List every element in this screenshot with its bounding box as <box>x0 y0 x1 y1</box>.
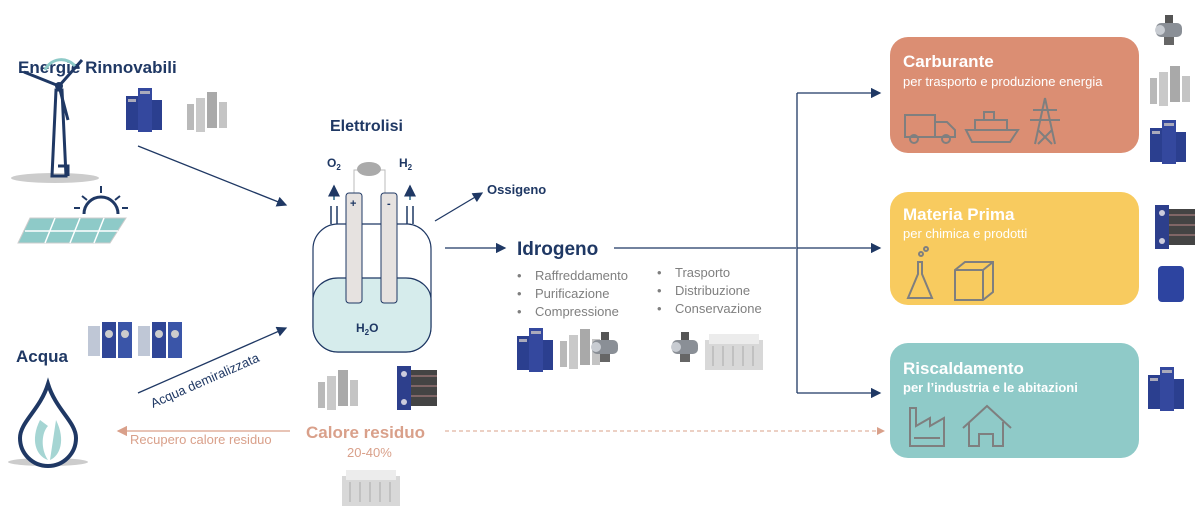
brazed-heat-exchanger-image <box>318 370 358 410</box>
brazed-heat-exchanger-image <box>1150 66 1190 106</box>
card-title: Materia Prima <box>903 205 1015 224</box>
demineralized-water-label: Acqua demiralizzata <box>148 350 262 411</box>
electrolyzer-cell: O2 H2 + - H2O <box>312 156 432 353</box>
flask-icon <box>906 246 934 299</box>
electrolysis-title: Elettrolisi <box>330 118 403 135</box>
plate-heat-exchanger-image <box>517 328 553 372</box>
process-list: • Raffreddamento • Purificazione • Compress… <box>517 268 628 319</box>
brazed-heat-exchanger-image <box>187 92 227 132</box>
anode <box>345 192 363 304</box>
house-icon <box>962 404 1012 447</box>
plate-heat-exchanger-image <box>1150 120 1186 164</box>
factory-icon <box>909 407 945 447</box>
wind-turbine-icon <box>11 58 99 183</box>
compression-skid-image <box>704 333 764 371</box>
card-title: Riscaldamento <box>903 359 1024 378</box>
power-pylon-icon <box>1030 97 1060 145</box>
welded-heat-exchanger-image <box>1158 266 1184 302</box>
solar-panel-icon <box>17 186 128 244</box>
card-background <box>890 192 1139 305</box>
svg-text:•: • <box>517 268 522 283</box>
cathode-sign: - <box>387 198 391 210</box>
list-item: Trasporto <box>675 265 730 280</box>
svg-text:•: • <box>657 265 662 280</box>
card-background <box>890 37 1139 153</box>
plate-heat-exchanger-image <box>126 88 162 132</box>
heat-pump-skid-image <box>341 469 401 507</box>
svg-text:•: • <box>517 286 522 301</box>
list-item: Purificazione <box>535 286 609 301</box>
logistics-list: • Trasporto • Distribuzione • Conservazione <box>657 265 762 316</box>
compressor-image <box>671 332 698 362</box>
water-treatment-unit-image <box>138 322 182 358</box>
ship-icon <box>964 111 1020 143</box>
card-subtitle: per l’industria e le abitazioni <box>903 380 1078 395</box>
gasketed-plate-heat-exchanger-image <box>1154 204 1196 250</box>
card-subtitle: per chimica e prodotti <box>903 226 1027 241</box>
card-subtitle: per trasporto e produzione energia <box>903 74 1103 89</box>
demineralized-water-arrow <box>137 326 288 394</box>
svg-text:•: • <box>517 304 522 319</box>
list-item: Conservazione <box>675 301 762 316</box>
power-source-icon <box>357 162 381 176</box>
water-fill <box>312 277 432 353</box>
cathode <box>380 192 398 304</box>
gasketed-plate-heat-exchanger-image <box>396 365 438 411</box>
hydrogen-formula: H2 <box>399 156 413 172</box>
renewables-arrow <box>137 145 288 207</box>
use-card-heating: Riscaldamento per l’industria e le abita… <box>890 343 1139 458</box>
truck-icon <box>904 114 956 144</box>
compressor-image <box>1155 15 1182 45</box>
water-drop-icon <box>8 377 88 468</box>
list-item: Raffreddamento <box>535 268 628 283</box>
waste-heat-title: Calore residuo <box>306 423 425 442</box>
oxygen-arrow <box>434 192 484 222</box>
oxygen-label: Ossigeno <box>487 182 546 197</box>
renewables-title: Energie Rinnovabili <box>18 58 177 77</box>
svg-text:•: • <box>657 283 662 298</box>
water-formula: H2O <box>356 321 378 337</box>
anode-sign: + <box>350 198 356 210</box>
oxygen-formula: O2 <box>327 156 341 172</box>
list-item: Distribuzione <box>675 283 750 298</box>
plate-heat-exchanger-image <box>1148 367 1184 411</box>
water-treatment-unit-image <box>88 322 132 358</box>
hydrogen-label: Idrogeno <box>517 239 598 260</box>
waste-heat-share: 20-40% <box>347 445 392 460</box>
use-card-fuel: Carburante per trasporto e produzione en… <box>890 37 1139 153</box>
card-title: Carburante <box>903 52 994 71</box>
list-item: Compressione <box>535 304 619 319</box>
water-title: Acqua <box>16 347 69 366</box>
heat-recovery-label: Recupero calore residuo <box>130 432 272 447</box>
box-icon <box>954 261 994 301</box>
use-card-feedstock: Materia Prima per chimica e prodotti <box>890 192 1139 305</box>
svg-text:•: • <box>657 301 662 316</box>
card-background <box>890 343 1139 458</box>
